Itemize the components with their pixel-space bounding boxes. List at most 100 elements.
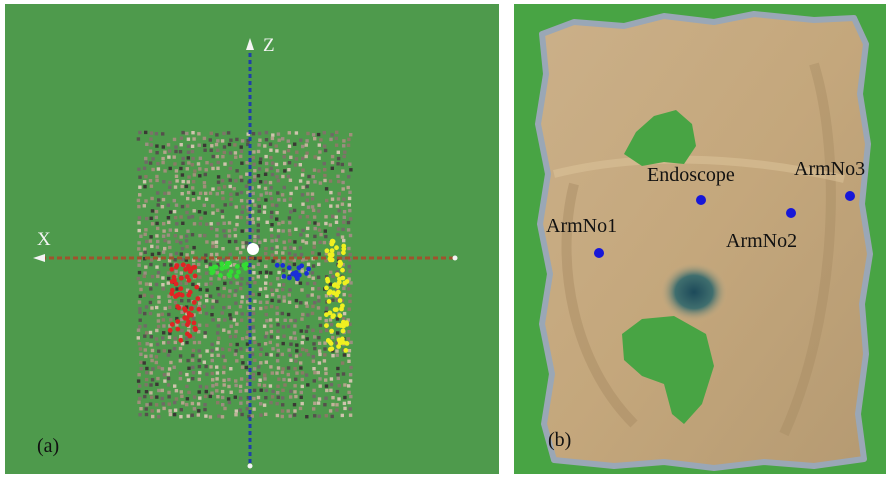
cloud-point: [142, 293, 147, 297]
cloud-point: [331, 274, 335, 279]
cloud-point: [179, 408, 183, 412]
cloud-point: [264, 270, 269, 274]
cloud-point: [137, 247, 141, 251]
cloud-point: [197, 390, 201, 394]
cloud-point: [342, 311, 347, 316]
cloud-point: [144, 305, 149, 309]
cloud-point: [209, 365, 213, 369]
cloud-point: [286, 366, 291, 370]
cloud-point: [234, 311, 239, 315]
cloud-point: [289, 155, 293, 159]
cloud-point: [274, 144, 278, 148]
cloud-point: [288, 245, 293, 250]
cloud-point: [156, 162, 160, 166]
cloud-point: [137, 373, 141, 377]
cloud-point: [299, 361, 303, 365]
cloud-point: [145, 216, 149, 221]
cloud-point: [198, 156, 203, 160]
cloud-point: [288, 270, 292, 274]
cloud-point: [337, 179, 341, 184]
cloud-point: [275, 311, 279, 316]
cloud-point: [312, 367, 316, 371]
cloud-point: [161, 197, 166, 202]
cloud-point: [229, 161, 233, 165]
cloud-point: [239, 198, 244, 203]
cloud-point: [298, 281, 303, 285]
cloud-point: [198, 354, 202, 358]
cloud-point: [179, 415, 183, 419]
cloud-point: [317, 143, 321, 147]
yellow-cluster-point: [341, 250, 346, 256]
cloud-point: [186, 229, 190, 233]
cloud-point: [198, 301, 202, 305]
cloud-point: [316, 222, 321, 226]
cloud-point: [228, 151, 233, 155]
cloud-point: [180, 310, 184, 314]
cloud-point: [295, 349, 299, 353]
cloud-point: [323, 178, 327, 183]
cloud-point: [257, 185, 261, 189]
cloud-point: [166, 353, 171, 357]
cloud-point: [149, 391, 153, 395]
cloud-point: [342, 220, 346, 224]
cloud-point: [270, 239, 274, 243]
green-cluster-point: [208, 266, 214, 272]
cloud-point: [151, 367, 155, 371]
cloud-point: [252, 407, 256, 411]
cloud-point: [282, 259, 286, 263]
cloud-point: [317, 203, 321, 207]
cloud-point: [228, 166, 232, 171]
cloud-point: [162, 180, 166, 184]
cloud-point: [210, 353, 214, 357]
cloud-point: [268, 340, 272, 345]
cloud-point: [168, 180, 172, 185]
armno3-label: ArmNo3: [794, 158, 866, 180]
cloud-point: [235, 246, 239, 251]
cloud-point: [294, 377, 298, 381]
cloud-point: [343, 383, 347, 387]
cloud-point: [300, 288, 304, 292]
cloud-point: [144, 265, 148, 269]
cloud-point: [256, 235, 260, 239]
cloud-point: [331, 298, 335, 302]
cloud-point: [241, 241, 245, 245]
cloud-point: [336, 197, 341, 201]
cloud-point: [144, 383, 148, 387]
cloud-point: [349, 394, 353, 399]
cloud-point: [312, 241, 316, 245]
cloud-point: [251, 199, 255, 203]
cloud-point: [186, 180, 190, 184]
cloud-point: [192, 222, 197, 226]
cloud-point: [234, 383, 238, 388]
cloud-point: [148, 239, 153, 243]
cloud-point: [348, 322, 352, 326]
origin-marker: [247, 243, 259, 255]
cloud-point: [342, 353, 347, 357]
cloud-point: [209, 226, 214, 231]
cloud-point: [167, 294, 171, 298]
cloud-point: [311, 264, 316, 268]
cloud-point: [331, 354, 335, 358]
cloud-point: [181, 322, 185, 327]
cloud-point: [301, 144, 305, 149]
cloud-point: [180, 192, 184, 196]
cloud-point: [215, 365, 219, 369]
cloud-point: [293, 253, 297, 257]
cloud-point: [209, 252, 214, 257]
cloud-point: [221, 247, 225, 251]
cloud-point: [185, 245, 189, 249]
cloud-point: [282, 185, 286, 190]
cloud-point: [238, 305, 243, 309]
cloud-point: [313, 401, 317, 405]
cloud-point: [221, 294, 226, 298]
blue-cluster-point: [281, 274, 287, 279]
red-cluster-point: [189, 306, 194, 311]
cloud-point: [335, 317, 340, 321]
cloud-point: [306, 383, 310, 387]
cloud-point: [318, 384, 322, 388]
cloud-point: [155, 151, 159, 155]
cloud-point: [316, 370, 320, 375]
cloud-point: [210, 313, 214, 317]
cloud-point: [137, 270, 142, 275]
cloud-point: [154, 282, 159, 287]
